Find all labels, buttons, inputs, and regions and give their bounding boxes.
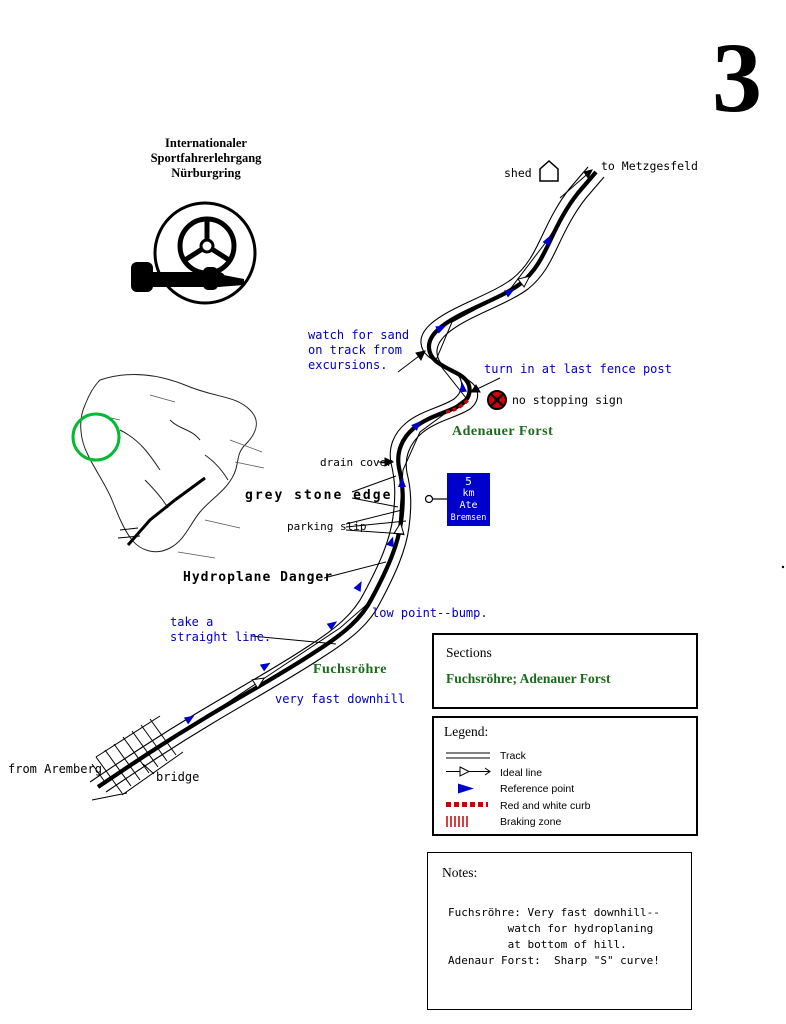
legend-label-curb: Red and white curb — [500, 799, 591, 812]
sections-value: Fuchsröhre; Adenauer Forst — [446, 671, 611, 686]
note-very-fast-downhill: very fast downhill — [275, 692, 406, 706]
reference-point-symbol — [444, 780, 500, 799]
label-from-aremberg: from Aremberg — [8, 762, 102, 776]
label-drain-cover: drain cover — [320, 456, 393, 469]
sections-title: Sections — [446, 645, 492, 660]
metzgesfeld-arrow — [559, 169, 593, 199]
legend-label-track: Track — [500, 750, 526, 763]
legend-label-ideal-line: Ideal line — [500, 766, 543, 779]
note-low-point: low point--bump. — [372, 606, 488, 620]
legend-row-curb: Red and white curb — [444, 798, 688, 815]
title-line-2: Sportfahrerlehrgang — [150, 151, 262, 165]
circuit-overview-map — [71, 374, 265, 559]
no-stopping-icon — [487, 390, 507, 410]
label-fuchsroehre: Fuchsröhre — [313, 662, 387, 677]
km-sign-line-4: Bremsen — [450, 512, 487, 523]
section-highlight-circle — [71, 412, 121, 462]
page-title: Internationaler Sportfahrerlehrgang Nürb… — [120, 136, 292, 181]
label-hydroplane-danger: Hydroplane Danger — [183, 570, 334, 585]
sign-post — [424, 494, 447, 504]
ideal-line-symbol — [444, 763, 500, 782]
curb-marks — [445, 398, 470, 414]
legend-row-reference-point: Reference point — [444, 781, 688, 798]
stray-dot — [781, 565, 785, 569]
note-watch-for-sand: watch for sand on track from excursions. — [308, 328, 410, 372]
legend-row-ideal-line: Ideal line — [444, 765, 688, 782]
legend-label-reference-point: Reference point — [500, 783, 575, 796]
label-to-metzgesfeld: to Metzgesfeld — [601, 159, 698, 173]
km-sign: 5 km Ate Bremsen — [447, 473, 490, 526]
sections-box: Sections Fuchsröhre; Adenauer Forst — [432, 633, 698, 709]
track-symbol — [444, 747, 500, 766]
reference-points — [183, 235, 551, 725]
label-no-stopping: no stopping sign — [512, 393, 623, 407]
legend-row-track: Track — [444, 748, 688, 765]
km-sign-line-1: 5 — [465, 474, 472, 488]
label-pointers — [142, 350, 501, 775]
notes-title: Notes: — [442, 865, 478, 880]
legend-box: Legend: Track Ideal line Reference point — [432, 716, 698, 836]
note-turn-in: turn in at last fence post — [484, 362, 672, 376]
bridge-hatching — [91, 715, 184, 801]
km-sign-line-2: km — [462, 487, 475, 499]
notes-box: Notes: Fuchsröhre: Very fast downhill-- … — [427, 852, 692, 1010]
legend-title: Legend: — [444, 724, 489, 739]
note-take-straight-line: take a straight line. — [170, 615, 272, 644]
steering-wheel-logo — [131, 201, 257, 305]
label-adenauer-forst: Adenauer Forst — [452, 424, 554, 439]
legend-row-braking-zone: Braking zone — [444, 814, 688, 831]
km-sign-line-3: Ate — [459, 499, 478, 511]
label-grey-stone-edge: grey stone edge — [245, 488, 393, 503]
braking-zone-symbol — [444, 813, 500, 832]
page-number: 3 — [712, 22, 762, 133]
shed-icon — [539, 159, 559, 182]
title-line-3: Nürburgring — [171, 166, 241, 180]
label-bridge: bridge — [156, 770, 200, 784]
ideal-line — [125, 181, 587, 771]
curb-symbol — [444, 796, 500, 815]
legend-label-braking-zone: Braking zone — [500, 816, 562, 829]
notes-body: Fuchsröhre: Very fast downhill-- watch f… — [448, 906, 660, 967]
label-shed: shed — [504, 166, 532, 180]
title-line-1: Internationaler — [165, 136, 247, 150]
label-parking-slip: parking slip — [287, 520, 367, 533]
